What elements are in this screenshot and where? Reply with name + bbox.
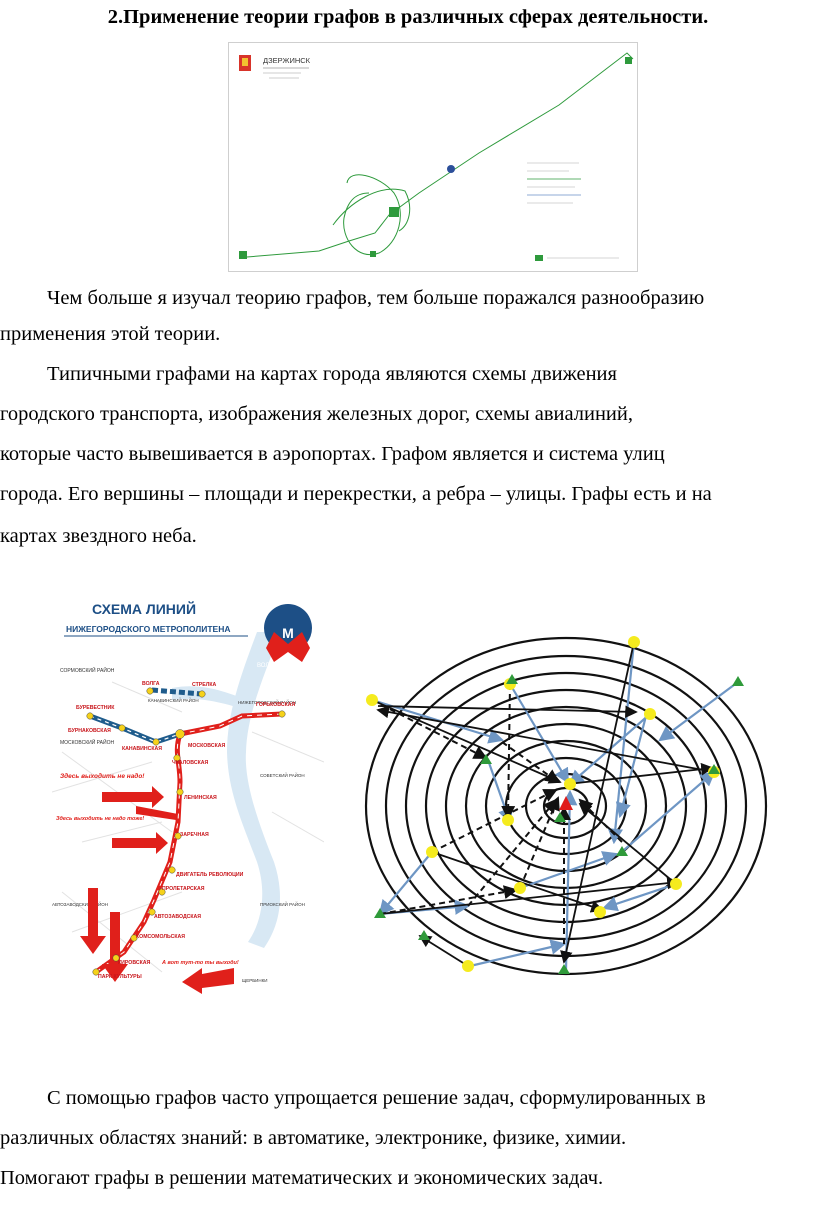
section-heading: 2.Применение теории графов в различных с…: [107, 6, 709, 28]
map-legend: [527, 162, 619, 261]
paragraph-2-line-5: картах звездного неба.: [0, 525, 197, 547]
station-dot: [198, 690, 206, 698]
station-dot: [175, 729, 185, 739]
station-label-zarechnaya: ЗАРЕЧНАЯ: [180, 832, 209, 838]
station-label-burevestnik: БУРЕВЕСТНИК: [76, 705, 115, 711]
station-label-moskovskaya: МОСКОВСКАЯ: [188, 743, 226, 749]
station-dot: [158, 888, 166, 896]
station-dot: [173, 754, 181, 762]
red-arrow-icons: [80, 786, 234, 994]
station-dot: [146, 687, 154, 695]
station-label-kanavinskaya: КАНАВИНСКАЯ: [122, 746, 162, 752]
district-avtozavodsky: АВТОЗАВОДСКИЙ РАЙОН: [52, 900, 108, 907]
green-nodes: [374, 674, 744, 974]
dashed-edges: [371, 683, 623, 944]
district-nizhegorodsky: НИЖЕГОРОДСКИЙ РАЙОН: [238, 698, 296, 705]
dzerzhinsk-transport-map: ДЗЕРЖИНСК: [228, 42, 638, 272]
station-dot: [130, 934, 138, 942]
stop-square-icon: [389, 207, 399, 217]
district-priooksky: ПРИОКСКИЙ РАЙОН: [260, 900, 305, 907]
note-do-not-exit-either: Здесь выходить не надо тоже!: [56, 816, 144, 822]
concentric-graph-figure: [360, 632, 778, 992]
station-label-chkalovskaya: ЧКАЛОВСКАЯ: [172, 760, 209, 766]
dzerzhinsk-map-graphic: ДЗЕРЖИНСК: [239, 52, 634, 261]
concentric-graph-graphic: [364, 636, 768, 976]
metro-scheme-graphic: ВОЛГА ОКА СХЕМА ЛИНИЙ НИЖЕГОРОДСКОГО МЕТ…: [51, 600, 325, 994]
yellow-nodes: [366, 636, 720, 972]
paragraph-1-line-1: Чем больше я изучал теорию графов, тем б…: [47, 287, 705, 309]
black-edges: [371, 641, 715, 967]
bus-icon: [447, 165, 455, 173]
route-line: [246, 52, 634, 258]
metro-logo-letter: М: [282, 625, 294, 641]
station-label-burnakovskaya: БУРНАКОВСКАЯ: [68, 728, 111, 734]
stop-square-icon: [625, 57, 632, 64]
river-oka-label: ОКА: [230, 869, 240, 882]
station-label-komsomolskaya: КОМСОМОЛЬСКАЯ: [136, 934, 185, 940]
paragraph-2-line-1: Типичными графами на картах города являю…: [47, 363, 617, 385]
station-label-volga: ВОЛГА: [142, 681, 160, 687]
note-exit-here: А вот тут-то ты выходи!: [161, 960, 239, 966]
district-sormovsky: СОРМОВСКИЙ РАЙОН: [60, 666, 115, 674]
station-dot: [86, 712, 94, 720]
station-dot: [278, 710, 286, 718]
station-label-dvigatel-revolyutsii: ДВИГАТЕЛЬ РЕВОЛЮЦИИ: [176, 872, 244, 878]
metro-logo-icon: М: [264, 604, 312, 662]
station-dot: [118, 724, 126, 732]
district-sovetsky: СОВЕТСКИЙ РАЙОН: [260, 771, 305, 778]
paragraph-2-line-2: городского транспорта, изображения желез…: [0, 403, 633, 425]
center-node-icon: [559, 796, 573, 810]
station-label-park-kultury: ПАРК КУЛЬТУРЫ: [98, 974, 142, 980]
paragraph-2-line-4: города. Его вершины – площади и перекрес…: [0, 483, 712, 505]
note-do-not-exit: Здесь выходить не надо!: [60, 772, 145, 780]
paragraph-3-line-2: различных областях знаний: в автоматике,…: [0, 1127, 627, 1149]
map-city-title: ДЗЕРЖИНСК: [263, 56, 311, 65]
district-shcherbinki: ЩЕРБИНКИ: [242, 978, 268, 983]
station-label-proletarskaya: ПРОЛЕТАРСКАЯ: [162, 886, 205, 892]
station-dot: [92, 968, 100, 976]
paragraph-3-line-3: Помогают графы в решении математических …: [0, 1167, 604, 1189]
river-volga-label: ВОЛГА: [257, 663, 276, 669]
station-label-leninskaya: ЛЕНИНСКАЯ: [184, 795, 217, 801]
district-moskovsky: МОСКОВСКИЙ РАЙОН: [60, 738, 114, 746]
station-dot: [112, 954, 120, 962]
district-kanavinsky: КАНАВИНСКИЙ РАЙОН: [148, 696, 199, 703]
station-dot: [148, 908, 156, 916]
station-label-gorkovskaya: ГОРЬКОВСКАЯ: [256, 702, 296, 708]
station-dot: [152, 738, 160, 746]
station-dot: [168, 866, 176, 874]
station-dot: [176, 788, 184, 796]
station-label-strelka: СТРЕЛКА: [192, 682, 217, 688]
paragraph-3-line-1: С помощью графов часто упрощается решени…: [47, 1087, 706, 1109]
metro-title-line-1: СХЕМА ЛИНИЙ: [92, 600, 196, 617]
route-loop: [343, 174, 401, 256]
paragraph-2-line-3: которые часто вывешивается в аэропортах.…: [0, 443, 665, 465]
nizhny-metro-scheme: ВОЛГА ОКА СХЕМА ЛИНИЙ НИЖЕГОРОДСКОГО МЕТ…: [51, 592, 325, 1000]
river-volga: [227, 632, 280, 948]
paragraph-1-line-2: применения этой теории.: [0, 323, 221, 345]
metro-title-line-2: НИЖЕГОРОДСКОГО МЕТРОПОЛИТЕНА: [66, 624, 230, 634]
stop-square-icon: [239, 251, 247, 259]
station-dot: [174, 832, 182, 840]
stop-square-icon: [370, 251, 376, 257]
station-label-kirovskaya: КИРОВСКАЯ: [118, 960, 151, 966]
station-label-avtozavodskaya: АВТОЗАВОДСКАЯ: [154, 914, 201, 920]
